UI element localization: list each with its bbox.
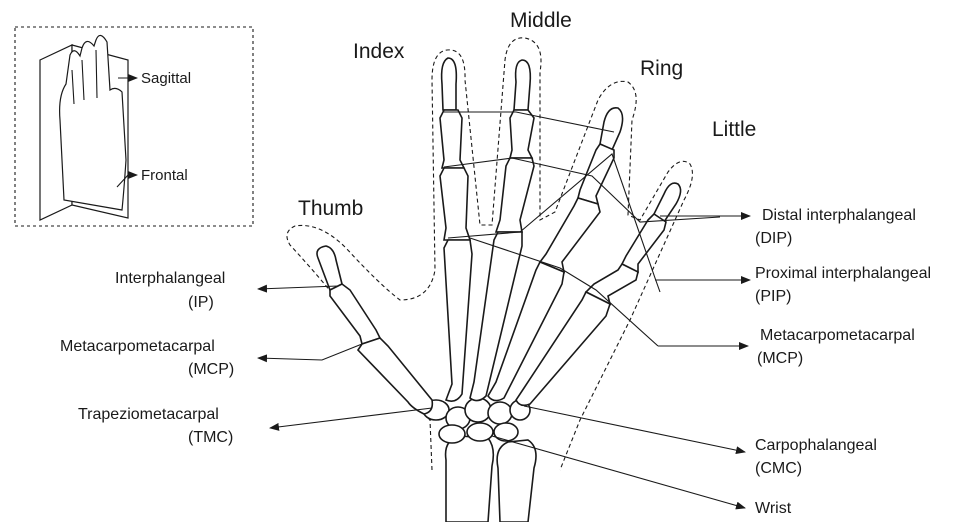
ip-arrow bbox=[258, 286, 338, 289]
planes-inset: Sagittal Frontal bbox=[15, 27, 253, 226]
pip-joint-name: Proximal interphalangeal bbox=[755, 265, 931, 282]
mcp-right-joint-abbr: (MCP) bbox=[757, 350, 803, 367]
ulna-bone bbox=[497, 440, 536, 522]
capitate-bone bbox=[465, 398, 491, 422]
mcp-right-joint-name: Metacarpometacarpal bbox=[760, 327, 915, 344]
carpal-bones bbox=[423, 398, 530, 443]
index-finger-label: Index bbox=[353, 40, 405, 63]
ip-joint-name: Interphalangeal bbox=[115, 270, 225, 287]
mcp-left-joint-name: Metacarpometacarpal bbox=[60, 338, 215, 355]
little-finger-label: Little bbox=[712, 118, 756, 141]
pip-joint-abbr: (PIP) bbox=[755, 288, 791, 305]
mcp-left-joint-abbr: (MCP) bbox=[188, 361, 234, 378]
ring-finger-label: Ring bbox=[640, 57, 683, 80]
tmc-joint-abbr: (TMC) bbox=[188, 429, 233, 446]
ring-distal-phalanx bbox=[600, 108, 623, 150]
tmc-joint-name: Trapeziometacarpal bbox=[78, 406, 219, 423]
cmc-arrow bbox=[524, 406, 745, 452]
sagittal-label: Sagittal bbox=[141, 70, 191, 87]
cmc-joint-abbr: (CMC) bbox=[755, 460, 802, 477]
forearm-bones bbox=[446, 436, 536, 522]
thumb-label: Thumb bbox=[298, 197, 363, 220]
wrist-joint-label: Wrist bbox=[755, 500, 792, 517]
index-metacarpal bbox=[444, 240, 472, 401]
thumb-bones bbox=[317, 246, 432, 414]
cmc-joint-name: Carpophalangeal bbox=[755, 437, 877, 454]
middle-middle-phalanx bbox=[510, 110, 534, 158]
radius-bone bbox=[446, 436, 494, 522]
hamate-bone bbox=[488, 402, 512, 424]
index-finger-bones bbox=[440, 58, 472, 401]
dip-joint-name: Distal interphalangeal bbox=[762, 207, 916, 224]
little-middle-phalanx bbox=[622, 214, 666, 272]
middle-distal-phalanx bbox=[514, 60, 530, 110]
tmc-arrow bbox=[270, 408, 432, 428]
thumb-metacarpal bbox=[358, 338, 432, 414]
index-distal-phalanx bbox=[442, 58, 457, 110]
middle-proximal-phalanx bbox=[496, 158, 534, 232]
mcp-left-arrow bbox=[258, 344, 362, 360]
scaphoid-bone bbox=[439, 425, 465, 443]
thumb-distal-phalanx bbox=[317, 246, 342, 290]
index-proximal-phalanx bbox=[440, 168, 470, 240]
frontal-label: Frontal bbox=[141, 167, 188, 184]
dip-joint-abbr: (DIP) bbox=[755, 230, 792, 247]
lunate-bone bbox=[467, 423, 493, 441]
ip-joint-abbr: (IP) bbox=[188, 294, 214, 311]
thumb-proximal-phalanx bbox=[330, 284, 380, 344]
triquetrum-bone bbox=[494, 423, 518, 441]
middle-finger-label: Middle bbox=[510, 9, 572, 32]
ring-proximal-phalanx bbox=[540, 198, 600, 272]
index-middle-phalanx bbox=[440, 110, 464, 168]
